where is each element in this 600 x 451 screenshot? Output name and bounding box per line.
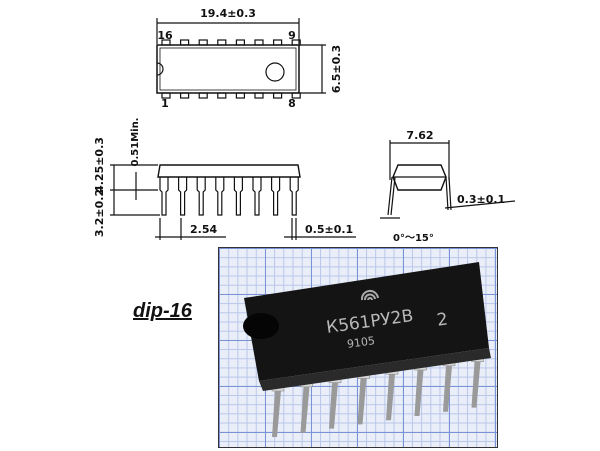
lead-length-text: 3.2±0.2: [93, 189, 106, 237]
top-pin: [198, 39, 208, 46]
bottom-pin: [198, 92, 208, 99]
row-spacing-text: 7.62: [406, 129, 433, 142]
top-pin: [254, 39, 264, 46]
side-lead: [271, 177, 281, 216]
manufacturer-logo-icon: [360, 289, 379, 301]
width-dim-text: 6.5±0.3: [330, 45, 343, 93]
end-lead-right: [445, 176, 452, 211]
pin1-dot: [265, 62, 285, 82]
lead-thickness-text: 0.3±0.1: [457, 193, 505, 206]
side-lead: [159, 177, 169, 216]
photo-lead-tip: [386, 374, 395, 421]
package-label: dip-16: [133, 300, 192, 322]
photo-lead-tip: [357, 378, 367, 425]
bottom-pin: [254, 92, 264, 99]
top-pins: [161, 39, 301, 99]
chip-notch: [243, 313, 279, 339]
top-pin: [161, 39, 171, 46]
top-pin: [180, 39, 190, 46]
bottom-pin: [217, 92, 227, 99]
min-standoff-text: 0.51Min.: [130, 118, 141, 167]
side-lead: [233, 177, 243, 216]
side-lead: [196, 177, 206, 216]
side-lead: [178, 177, 188, 216]
end-lead-left: [387, 176, 396, 216]
body-height-text: 4.25±0.3: [93, 137, 106, 193]
chip-body: [244, 262, 489, 381]
photo-lead-tip: [414, 370, 424, 416]
pin-label-1: 1: [161, 97, 169, 110]
bottom-pin: [235, 92, 245, 99]
top-pin: [217, 39, 227, 46]
photo-lead-tip: [272, 391, 281, 437]
chip-photo-drawing: [243, 262, 491, 437]
bottom-pin: [180, 92, 190, 99]
side-lead: [215, 177, 225, 216]
side-leads: [159, 177, 299, 216]
pin-label-9: 9: [288, 29, 296, 42]
pitch-text: 2.54: [190, 223, 217, 236]
pin-label-16: 16: [157, 29, 173, 42]
package-body-side: [157, 164, 301, 178]
end-view: 7.62 0.3±0.1 0°～15°: [380, 129, 516, 244]
bottom-pin: [161, 92, 171, 99]
photo-lead-tip: [329, 382, 338, 429]
side-lead: [252, 177, 262, 216]
bottom-pin: [273, 92, 283, 99]
lead-width-text: 0.5±0.1: [305, 223, 353, 236]
lead-angle-text: 0°～15°: [393, 233, 434, 244]
pin-label-8: 8: [288, 97, 296, 110]
photo-lead-tip: [300, 386, 310, 433]
package-body-top: [156, 44, 300, 94]
bottom-pin: [291, 92, 301, 99]
length-dim-text: 19.4±0.3: [200, 7, 256, 20]
chip-photo: К561РУ2В 2 9105: [218, 247, 498, 448]
side-view: 4.25±0.3 3.2±0.2 0.51Min. 2.54 0.5±0.1: [93, 118, 356, 240]
top-pin: [291, 39, 301, 46]
pin1-notch: [156, 62, 164, 76]
side-lead: [289, 177, 299, 216]
top-pin: [235, 39, 245, 46]
photo-lead-tip: [443, 365, 452, 412]
top-view: 19.4±0.3 16 9 1 8 6.5±0.3: [156, 7, 343, 110]
top-pin: [273, 39, 283, 46]
photo-lead-tip: [471, 361, 481, 408]
